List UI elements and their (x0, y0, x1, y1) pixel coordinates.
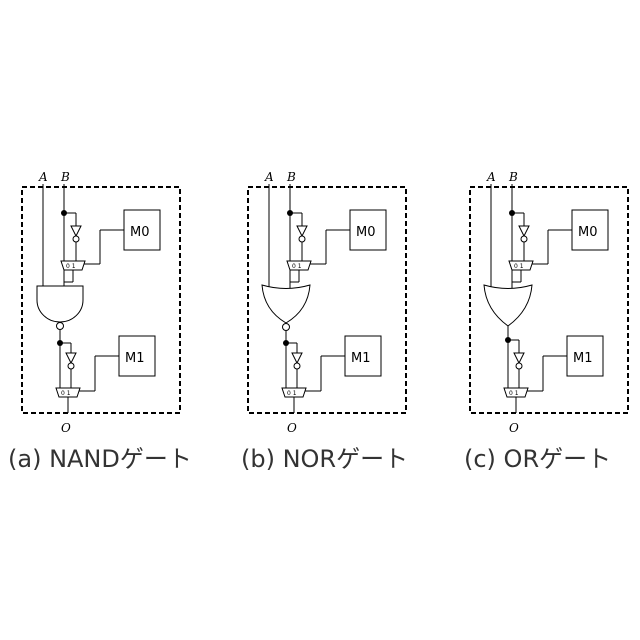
inverter-top (297, 226, 307, 236)
mux-top-label: 0 1 (66, 263, 76, 270)
caption-or: (c) ORゲート (464, 444, 611, 474)
memory-m1-label: M1 (573, 351, 593, 366)
caption-nand: (a) NANDゲート (8, 444, 192, 474)
or-circuit-diagram: A B 0 1 M0 0 1 M1 O (448, 160, 640, 480)
mux-bottom-label: 0 1 (61, 390, 71, 397)
panel-nor: A B 0 1 M0 0 1 M1 (226, 160, 446, 480)
output-label: O (61, 421, 71, 435)
input-a-label: A (486, 170, 496, 184)
output-label: O (509, 421, 519, 435)
nand-circuit-diagram: A B 0 1 M0 (0, 160, 220, 480)
input-a-label: A (38, 170, 48, 184)
nand-bubble (57, 323, 64, 330)
panel-or: A B 0 1 M0 0 1 M1 O (448, 160, 640, 480)
memory-m1-label: M1 (125, 351, 145, 366)
nor-gate (262, 285, 310, 323)
mux-bottom-label: 0 1 (287, 390, 297, 397)
output-label: O (287, 421, 297, 435)
mux-top-label: 0 1 (292, 263, 302, 270)
nor-bubble (283, 324, 290, 331)
input-b-label: B (60, 170, 70, 184)
mux-bottom-label: 0 1 (509, 390, 519, 397)
input-b-label: B (286, 170, 296, 184)
input-a-label: A (264, 170, 274, 184)
memory-m1-label: M1 (351, 351, 371, 366)
memory-m0-label: M0 (356, 225, 376, 240)
mux-top-label: 0 1 (514, 263, 524, 270)
memory-m0-label: M0 (130, 225, 150, 240)
inverter-bottom (66, 353, 76, 363)
nand-gate (37, 286, 83, 322)
or-gate (484, 285, 532, 326)
memory-m0-label: M0 (578, 225, 598, 240)
inverter-top (71, 226, 81, 236)
nor-circuit-diagram: A B 0 1 M0 0 1 M1 (226, 160, 446, 480)
input-b-label: B (508, 170, 518, 184)
caption-nor: (b) NORゲート (241, 444, 408, 474)
inverter-bubble (73, 236, 79, 242)
inverter-top (519, 226, 529, 236)
inverter-bottom (292, 353, 302, 363)
panel-nand: A B 0 1 M0 (0, 160, 220, 480)
inverter-bottom (514, 353, 524, 363)
